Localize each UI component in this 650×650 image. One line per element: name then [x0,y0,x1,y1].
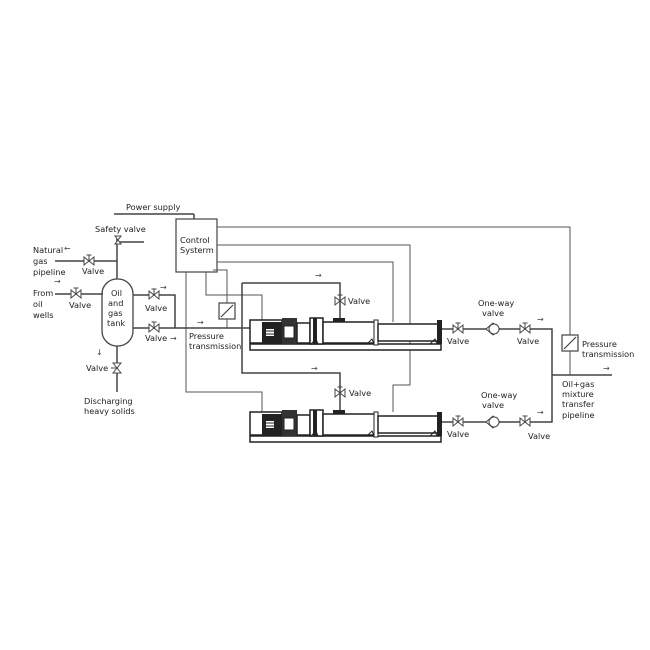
power-supply: Power supply [114,202,195,219]
power-supply-label: Power supply [126,202,180,212]
control-system-label-1: Control [180,235,210,245]
arrow-right-icon: → [537,315,544,324]
tank-bottom-outlet-valve[interactable] [148,321,160,333]
pump2-top-valve-label: Valve [349,388,371,398]
one-way-valve-label-1: One-way [481,390,517,400]
tank-top-outlet-valve[interactable] [148,288,160,300]
pipeline-label-1: Oil+gas [562,379,594,389]
pump1-top-valve-label: Valve [348,296,370,306]
tank-label-3: gas [108,308,122,318]
one-way-valve-label-2: valve [482,308,504,318]
natural-gas-valve[interactable] [83,254,95,266]
discharge-valve-label: Valve [86,363,108,373]
arrow-right-icon: → [537,408,544,417]
safety-valve[interactable] [114,235,122,245]
oil-wells-label-1: From [33,288,53,298]
tank-label-1: Oil [111,288,122,298]
valve-label: Valve [517,336,539,346]
screw-pump-2 [249,409,443,443]
pump1-one-way-valve[interactable] [485,322,501,336]
pump1-outlet-valve-2[interactable] [519,322,531,334]
valve-label: Valve [528,431,550,441]
pressure-transmission-label-2: transmission [189,341,241,351]
pipeline-label-3: transfer [562,399,595,409]
pipeline-label-2: mixture [562,389,594,399]
one-way-valve-label-1: One-way [478,298,514,308]
pressure-transmission-label-2: transmission [582,349,634,359]
oil-wells-label-3: wells [33,310,54,320]
natural-gas-label-3: pipeline [33,267,65,277]
control-system: Control Systerm [175,218,218,273]
tank-top-valve-label: Valve [145,303,167,313]
pressure-transmitter-outlet [561,334,579,352]
tank-label-4: tank [107,318,125,328]
arrow-right-icon: → [603,364,610,373]
arrow-right-icon: → [160,283,167,292]
pressure-transmitter-inlet [218,302,236,320]
valve-label: Valve [447,429,469,439]
oil-wells-valve[interactable] [70,287,82,299]
discharging-label-2: heavy solids [84,406,135,416]
arrow-right-icon: → [197,318,204,327]
pressure-transmission-label-1: Pressure [582,339,617,349]
pump1-outlet-valve[interactable] [452,322,464,334]
discharge-valve[interactable] [110,362,122,374]
safety-valve-label: Safety valve [95,224,146,234]
tank-bottom-valve-label: Valve [145,333,167,343]
arrow-right-icon: → [311,364,318,373]
arrow-right-icon: → [54,277,61,286]
tank-label-2: and [108,298,123,308]
screw-pump-1 [249,317,443,351]
valve-label: Valve [447,336,469,346]
arrow-left-icon: ← [64,244,71,253]
control-system-label-2: Systerm [180,245,214,255]
oil-wells-valve-label: Valve [69,300,91,310]
pipeline-label-4: pipeline [562,410,594,420]
pump2-one-way-valve[interactable] [485,415,501,429]
pump2-outlet-valve-2[interactable] [519,415,531,427]
one-way-valve-label-2: valve [482,400,504,410]
pressure-transmission-label-1: Pressure [189,331,224,341]
arrow-right-icon: → [315,271,322,280]
arrow-right-icon: → [170,334,177,343]
natural-gas-valve-label: Valve [82,266,104,276]
discharging-label-1: Discharging [84,396,133,406]
natural-gas-label-1: Natural [33,245,63,255]
natural-gas-label-2: gas [33,256,47,266]
oil-wells-label-2: oil [33,299,43,309]
arrow-down-icon: ↓ [96,348,103,357]
signal-lines [185,226,571,412]
pump2-outlet-valve[interactable] [452,415,464,427]
